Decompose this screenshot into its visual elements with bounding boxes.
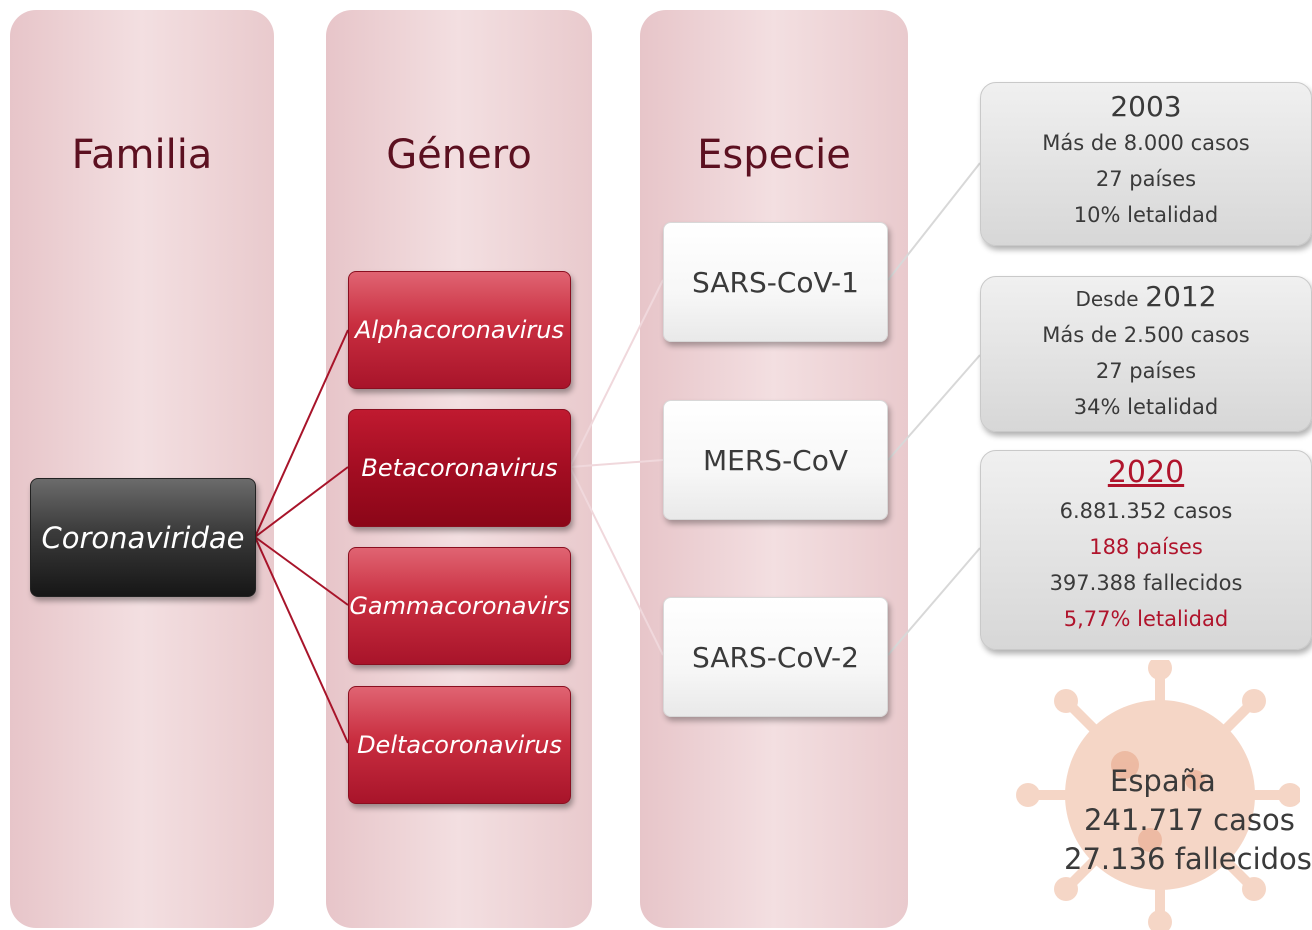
info-cases: 6.881.352 casos [1059,499,1233,523]
genus-box-gamma: Gammacoronavirs [348,547,571,665]
spain-cases: 241.717 casos [1084,803,1295,837]
familia-heading: Familia [71,132,213,178]
species-box-mers: MERS-CoV [663,400,888,520]
info-countries: 27 países [1095,167,1197,191]
species-box-sars2: SARS-CoV-2 [663,597,888,717]
info-countries: 27 países [1095,359,1197,383]
spain-name: España [1110,764,1216,798]
info-deaths: 397.388 fallecidos [1049,571,1243,595]
info-prefix: Desde [1075,287,1139,311]
info-lethality: 34% letalidad [1073,395,1219,419]
spain-deaths: 27.136 fallecidos [1064,842,1312,876]
info-countries: 188 países [1089,535,1203,559]
info-year-link[interactable]: 2020 [1107,455,1185,490]
info-cases: Más de 2.500 casos [1042,323,1250,347]
familia-column: Familia [10,10,274,928]
info-box-sars2: 2020 6.881.352 casos 188 países 397.388 … [980,450,1312,650]
familia-box: Coronaviridae [30,478,256,597]
genus-box-beta: Betacoronavirus [348,409,571,527]
info-year: 2012 [1145,280,1217,313]
virus-icon [1016,660,1300,930]
info-year: 2003 [1110,90,1182,123]
genus-box-alpha: Alphacoronavirus [348,271,571,389]
spain-stats: España 241.717 casos 27.136 fallecidos [1040,762,1312,879]
species-box-sars1: SARS-CoV-1 [663,222,888,342]
genus-box-delta: Deltacoronavirus [348,686,571,804]
info-lethality: 10% letalidad [1073,203,1219,227]
info-lethality: 5,77% letalidad [1063,607,1229,631]
info-box-mers: Desde 2012 Más de 2.500 casos 27 países … [980,276,1312,432]
genero-heading: Género [386,132,532,178]
info-box-sars1: 2003 Más de 8.000 casos 27 países 10% le… [980,82,1312,246]
especie-heading: Especie [697,132,851,178]
info-cases: Más de 8.000 casos [1042,131,1250,155]
